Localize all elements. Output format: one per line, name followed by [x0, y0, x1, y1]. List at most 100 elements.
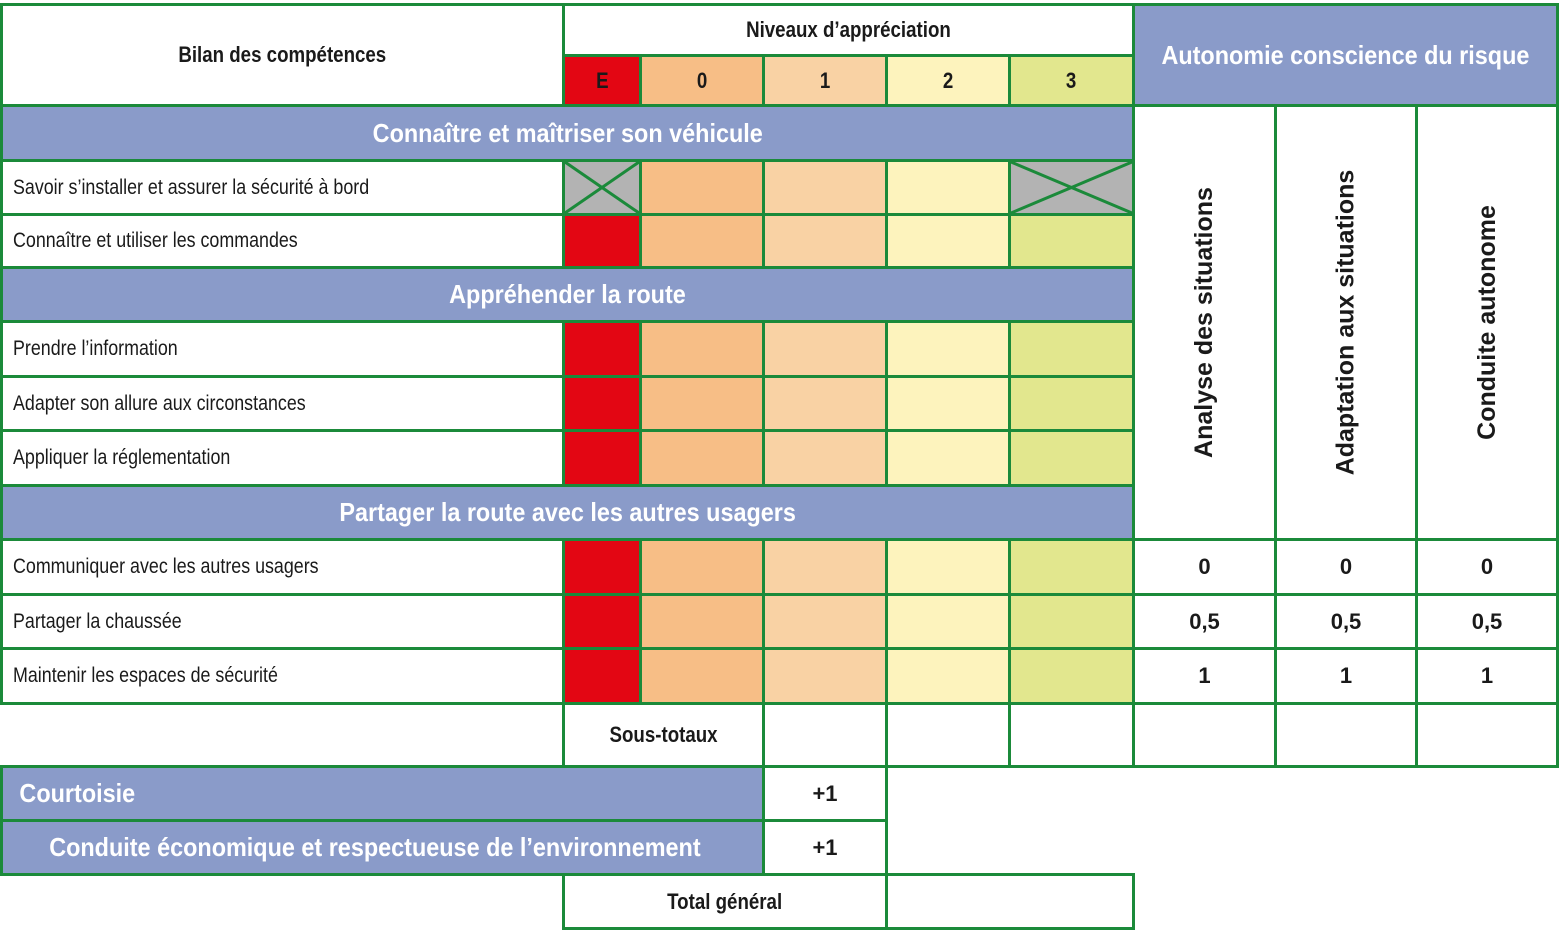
level-cell-2[interactable] [885, 159, 1011, 216]
competence-row-label: Prendre l’information [0, 320, 565, 378]
autonomy-value-cell[interactable]: 0 [1274, 538, 1418, 596]
autonomy-value: 0,5 [1189, 608, 1220, 634]
autonomy-value-cell[interactable]: 1 [1415, 647, 1559, 705]
autonomy-value: 1 [1198, 663, 1211, 688]
level-label: 2 [942, 67, 954, 93]
level-cell-0[interactable] [639, 375, 765, 432]
level-header-1: 1 [762, 54, 888, 107]
level-header-E: E [562, 54, 642, 107]
level-cell-E[interactable] [562, 429, 642, 487]
autonomy-value-cell[interactable]: 1 [1132, 647, 1277, 705]
autonomy-value: 0,5 [1330, 608, 1362, 634]
competence-row-label: Appliquer la réglementation [0, 429, 565, 487]
level-cell-3[interactable] [1008, 647, 1135, 705]
bilan-header-text: Bilan des compétences [178, 42, 387, 67]
competence-text: Partager la chaussée [13, 609, 182, 633]
level-cell-1[interactable] [762, 429, 888, 487]
level-cell-0[interactable] [639, 213, 765, 269]
sous-totaux-label: Sous-totaux [609, 722, 718, 747]
level-cell-1[interactable] [762, 647, 888, 705]
section-title-text: Appréhender la route [449, 279, 686, 309]
autonomy-value-cell[interactable]: 1 [1274, 647, 1418, 705]
autonomy-column-label: Adaptation aux situations [1331, 169, 1360, 476]
competence-text: Connaître et utiliser les commandes [13, 229, 298, 252]
level-cell-0[interactable] [639, 538, 765, 596]
section-title-route: Appréhender la route [0, 266, 1135, 323]
total-label-cell: Total général [562, 873, 888, 930]
autonomy-value: 0 [1480, 554, 1494, 579]
level-cell-E[interactable] [562, 647, 642, 705]
competence-row-label: Savoir s’installer et assurer la sécurit… [0, 159, 565, 216]
sous-total-cell[interactable] [762, 702, 888, 768]
bonus-value: +1 [812, 834, 838, 860]
level-cell-1[interactable] [762, 538, 888, 596]
level-cell-0[interactable] [639, 320, 765, 378]
level-cell-1[interactable] [762, 375, 888, 432]
bonus-label: Conduite économique et respectueuse de l… [49, 832, 701, 862]
bonus-value-cell[interactable]: +1 [762, 819, 888, 876]
level-cell-3[interactable] [1008, 538, 1135, 596]
competence-text: Adapter son allure aux circonstances [13, 391, 306, 415]
level-cell-E[interactable] [562, 593, 642, 650]
level-cell-E[interactable] [562, 538, 642, 596]
autonomy-value: 0 [1198, 554, 1211, 579]
sous-total-cell[interactable] [1132, 702, 1277, 768]
level-cell-E[interactable] [562, 375, 642, 432]
crossed-out-cell [562, 159, 642, 216]
level-cell-2[interactable] [885, 429, 1011, 487]
level-cell-0[interactable] [639, 593, 765, 650]
level-header-0: 0 [639, 54, 765, 107]
level-cell-3[interactable] [1008, 320, 1135, 378]
level-cell-3[interactable] [1008, 375, 1135, 432]
section-title-vehicule: Connaître et maîtriser son véhicule [0, 104, 1135, 162]
level-label: 1 [819, 67, 831, 93]
section-title-partager: Partager la route avec les autres usager… [0, 484, 1135, 541]
competence-row-label: Maintenir les espaces de sécurité [0, 647, 565, 705]
level-cell-2[interactable] [885, 213, 1011, 269]
level-cell-0[interactable] [639, 429, 765, 487]
total-value-cell[interactable] [885, 873, 1135, 930]
autonomy-value-cell[interactable]: 0 [1415, 538, 1559, 596]
level-cell-2[interactable] [885, 538, 1011, 596]
total-label: Total général [667, 888, 783, 914]
competence-row-label: Communiquer avec les autres usagers [0, 538, 565, 596]
level-cell-E[interactable] [562, 213, 642, 269]
autonomy-value: 0,5 [1471, 608, 1503, 634]
sous-total-cell[interactable] [885, 702, 1011, 768]
autonomy-column-label: Analyse des situations [1190, 187, 1218, 458]
autonomy-value-cell[interactable]: 0,5 [1415, 593, 1559, 650]
sous-totaux-label-cell: Sous-totaux [562, 702, 765, 768]
sous-total-cell[interactable] [1274, 702, 1418, 768]
autonomy-column-conduite: Conduite autonome [1415, 104, 1559, 541]
niveaux-header-text: Niveaux d’appréciation [746, 17, 951, 42]
level-cell-0[interactable] [639, 647, 765, 705]
sous-total-cell[interactable] [1415, 702, 1559, 768]
bonus-value-cell[interactable]: +1 [762, 765, 888, 822]
autonomy-value-cell[interactable]: 0,5 [1132, 593, 1277, 650]
level-label: 0 [696, 67, 708, 93]
level-cell-2[interactable] [885, 320, 1011, 378]
autonomy-column-analyse: Analyse des situations [1132, 104, 1277, 541]
level-label: E [595, 67, 609, 93]
level-cell-1[interactable] [762, 593, 888, 650]
level-cell-1[interactable] [762, 320, 888, 378]
autonomy-value-cell[interactable]: 0,5 [1274, 593, 1418, 650]
bonus-value: +1 [812, 780, 838, 806]
sous-total-cell[interactable] [1008, 702, 1135, 768]
cross-mark-icon [1011, 162, 1132, 213]
level-cell-2[interactable] [885, 647, 1011, 705]
competence-text: Communiquer avec les autres usagers [13, 555, 319, 578]
level-cell-3[interactable] [1008, 213, 1135, 269]
level-cell-2[interactable] [885, 375, 1011, 432]
level-cell-0[interactable] [639, 159, 765, 216]
bonus-conduite-eco: Conduite économique et respectueuse de l… [0, 819, 765, 876]
level-cell-1[interactable] [762, 159, 888, 216]
autonomy-value-cell[interactable]: 0 [1132, 538, 1277, 596]
niveaux-header: Niveaux d’appréciation [562, 3, 1135, 57]
level-cell-1[interactable] [762, 213, 888, 269]
autonomy-column-adaptation: Adaptation aux situations [1274, 104, 1418, 541]
level-cell-2[interactable] [885, 593, 1011, 650]
level-cell-3[interactable] [1008, 429, 1135, 487]
level-cell-E[interactable] [562, 320, 642, 378]
level-cell-3[interactable] [1008, 593, 1135, 650]
